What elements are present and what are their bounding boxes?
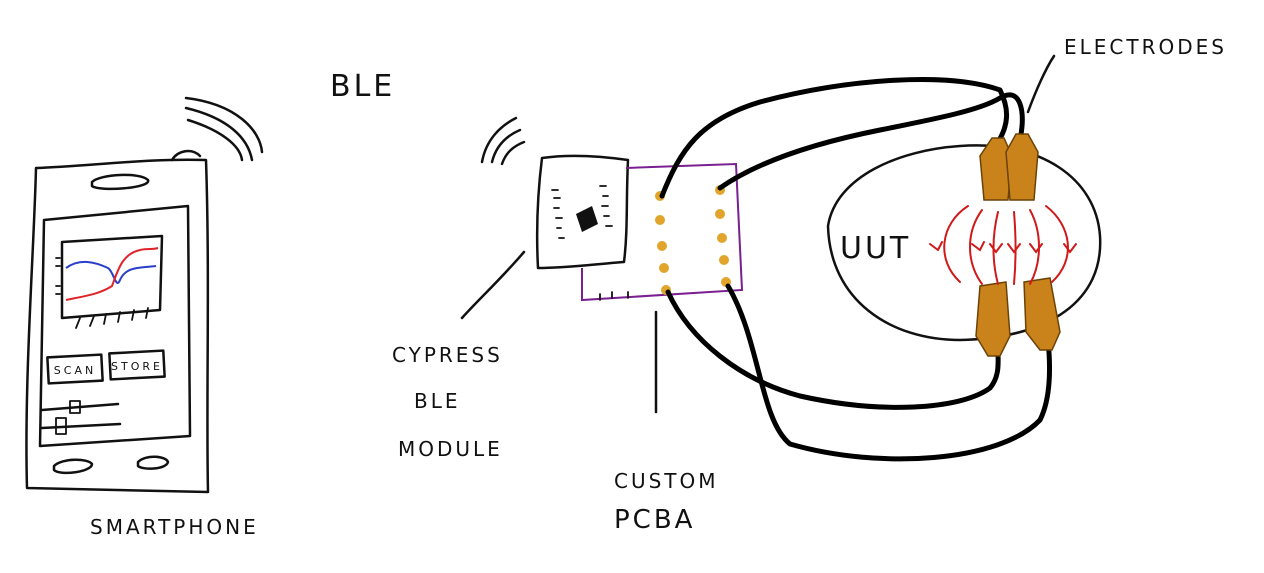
pcba-label-line-2: PCBA <box>614 505 695 535</box>
pcba-pad <box>655 215 665 225</box>
phone-screen <box>38 204 192 448</box>
wire-bottom-outer <box>725 283 1053 462</box>
field-line <box>969 209 983 285</box>
phone-signal-arc-1 <box>186 118 244 162</box>
pcba-drawing <box>581 162 744 414</box>
electrodes-label: ELECTRODES <box>1064 35 1227 59</box>
phone-signal-arc-3 <box>184 96 264 154</box>
phone-speaker <box>90 173 150 191</box>
field-lines <box>929 205 1077 285</box>
phone-home-button-left <box>52 458 94 475</box>
module-signal-arc-1 <box>480 116 518 164</box>
phone-slider-handle-1[interactable] <box>69 400 81 414</box>
module-label-line-1: CYPRESS <box>392 343 503 367</box>
pcba-pad <box>715 209 725 219</box>
field-arrows <box>929 241 1077 254</box>
field-line <box>943 205 969 283</box>
wires <box>659 77 1053 462</box>
phone-body <box>25 158 210 494</box>
electrode-bottom-right <box>1023 277 1061 351</box>
uut-drawing <box>826 144 1102 342</box>
module-signal-arc-2 <box>490 128 522 164</box>
phone-plot-y-ticks <box>55 257 61 295</box>
phone-plot-frame <box>60 234 164 320</box>
module-signal-arc-3 <box>500 140 526 166</box>
scan-button[interactable]: SCAN <box>54 364 96 377</box>
wire-bottom-inner <box>665 289 1001 410</box>
pcba-pads <box>655 185 731 295</box>
store-button-outline[interactable] <box>108 349 166 381</box>
ble-module-drawing <box>460 116 630 320</box>
electrodes-leader-line <box>1026 54 1056 114</box>
electrodes-drawing <box>975 54 1061 357</box>
pcba-edge-marks <box>599 291 629 301</box>
uut-outline <box>826 144 1102 342</box>
wire-top-outer <box>659 77 1009 199</box>
phone-plot-blue-line <box>65 261 157 284</box>
phone-plot-x-ticks <box>75 307 149 329</box>
electrode-top-left <box>979 137 1013 201</box>
pcba-outline <box>581 162 744 302</box>
electrode-bottom-left <box>975 281 1011 357</box>
smartphone-label: SMARTPHONE <box>90 515 259 539</box>
phone-slider-handle-2[interactable] <box>55 417 67 435</box>
ble-module-chip <box>576 206 598 232</box>
phone-signal-arc-2 <box>184 106 254 162</box>
pcba-pad <box>719 255 729 265</box>
field-line <box>1013 211 1017 285</box>
module-label-line-2: BLE <box>414 389 461 413</box>
store-button[interactable]: STORE <box>111 360 163 373</box>
phone-plot-red-line <box>65 247 159 301</box>
uut-label: UUT <box>840 231 911 266</box>
scan-button-outline[interactable] <box>46 353 104 385</box>
electrode-top-right <box>1005 133 1039 201</box>
phone-slider-track-2 <box>40 422 122 430</box>
ble-label: BLE <box>330 69 395 104</box>
wire-top-inner <box>717 92 1025 191</box>
pcba-pad <box>659 263 669 273</box>
ble-module-body <box>535 154 630 270</box>
pcba-pad <box>657 241 667 251</box>
phone-home-button-right <box>136 455 170 470</box>
module-leader-line <box>460 250 526 320</box>
ble-module-components <box>551 185 613 239</box>
pcba-label-line-1: CUSTOM <box>614 469 719 493</box>
phone-top-notch <box>170 149 202 162</box>
pcba-pad <box>717 233 727 243</box>
smartphone-drawing: SCAN STORE <box>25 96 264 494</box>
module-label-line-3: MODULE <box>398 437 503 461</box>
field-line <box>1045 205 1069 283</box>
